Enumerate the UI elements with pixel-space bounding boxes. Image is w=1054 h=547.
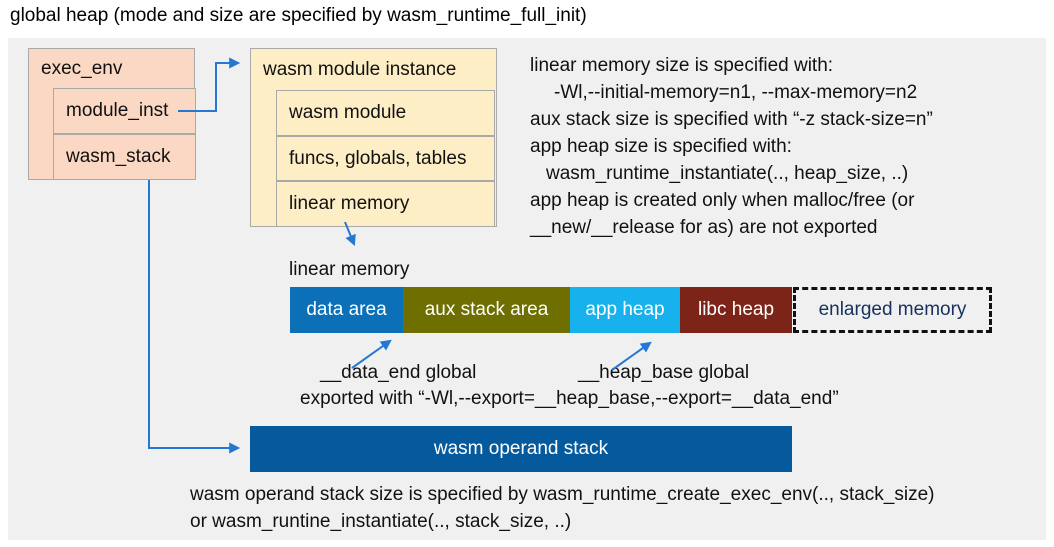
note-line: wasm_runtime_instantiate(.., heap_size, … — [546, 163, 909, 184]
note-line: app heap size is specified with: — [530, 136, 792, 157]
note-line: aux stack size is specified with “-z sta… — [530, 109, 933, 130]
note-line: __new/__release for as) are not exported — [530, 217, 878, 238]
exec-env-row-wasm-stack: wasm_stack — [53, 134, 196, 180]
module-instance-row-funcs-globals-tables: funcs, globals, tables — [276, 136, 495, 181]
module-instance-row-wasm-module: wasm module — [276, 90, 495, 136]
module-instance-title: wasm module instance — [263, 59, 457, 80]
note-line: wasm operand stack size is specified by … — [190, 484, 935, 505]
module-instance-row-linear-memory: linear memory — [276, 181, 495, 227]
note-line: -Wl,--initial-memory=n1, --max-memory=n2 — [554, 82, 918, 103]
memory-segment-app-heap: app heap — [570, 287, 680, 333]
note-line: or wasm_runtine_instantiate(.., stack_si… — [190, 511, 572, 532]
exec-env-title: exec_env — [41, 58, 123, 79]
exec-env-row-module-inst: module_inst — [53, 88, 196, 134]
operand-stack-bar: wasm operand stack — [250, 426, 792, 472]
note-line: app heap is created only when malloc/fre… — [530, 190, 915, 211]
note-line: linear memory size is specified with: — [530, 55, 834, 76]
page-title: global heap (mode and size are specified… — [10, 5, 587, 26]
annotation-export-line: exported with “-Wl,--export=__heap_base,… — [300, 388, 839, 409]
linear-memory-label: linear memory — [289, 259, 410, 280]
operand-stack-note: wasm operand stack size is specified by … — [190, 481, 935, 535]
memory-segment-aux-stack-area: aux stack area — [403, 287, 570, 333]
annotation-heap-base-global: __heap_base global — [578, 362, 750, 383]
notes-right: linear memory size is specified with: -W… — [530, 52, 933, 241]
memory-segment-libc-heap: libc heap — [680, 287, 792, 333]
memory-segment-enlarged-memory: enlarged memory — [793, 287, 992, 333]
memory-segment-data-area: data area — [290, 287, 403, 333]
annotation-data-end-global: __data_end global — [320, 362, 477, 383]
